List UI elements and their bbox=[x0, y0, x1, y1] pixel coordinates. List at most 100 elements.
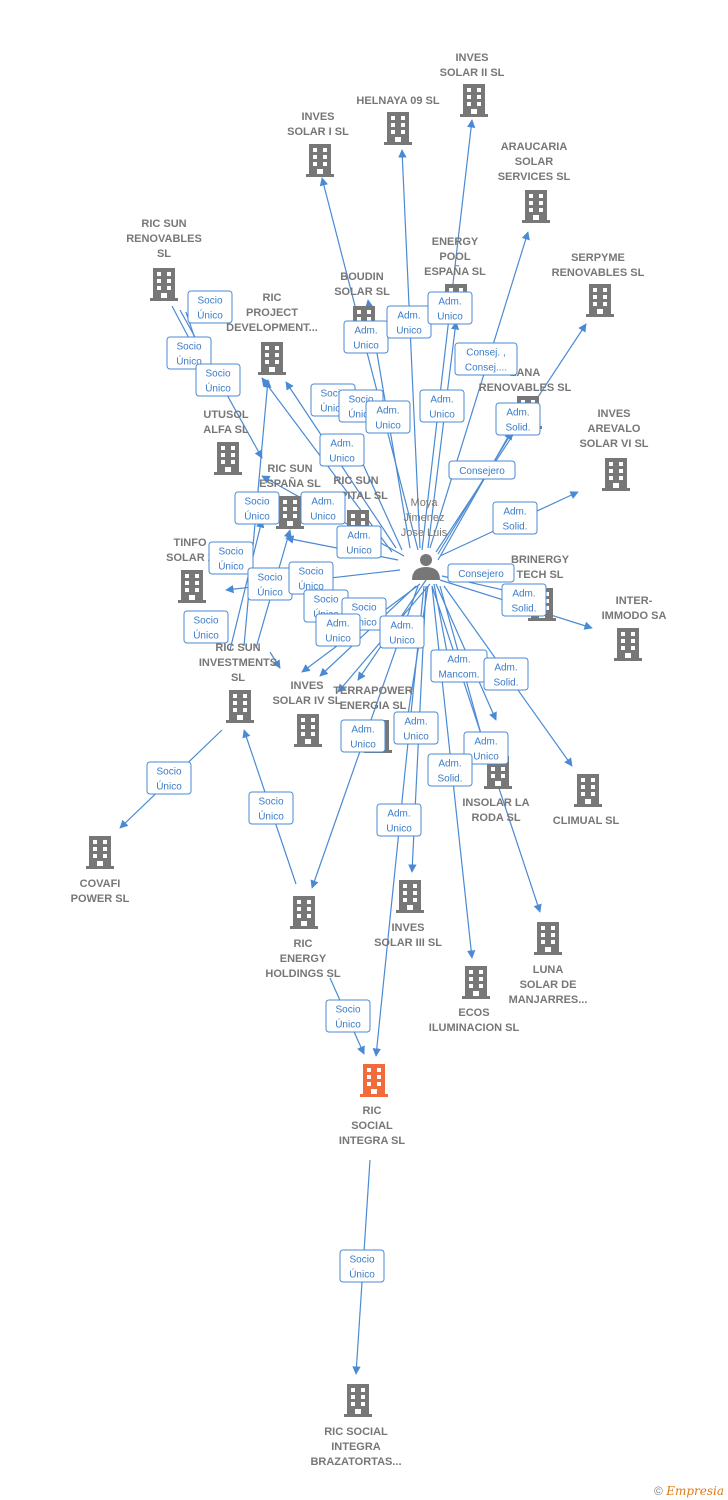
relationship-label[interactable]: Adm.Solid. bbox=[483, 657, 529, 691]
relationship-label[interactable]: Adm.Unico bbox=[379, 615, 425, 649]
company-name-line: RIC bbox=[294, 938, 313, 950]
relationship-label-box bbox=[379, 615, 425, 649]
company-name-line: SL bbox=[231, 672, 245, 684]
relationship-label[interactable]: Adm.Unico bbox=[386, 305, 432, 339]
brand-logo[interactable]: Empresia bbox=[666, 1484, 724, 1498]
relationship-label-text: Solid. bbox=[437, 774, 462, 785]
relationship-label-text: Socio bbox=[351, 603, 376, 614]
relationship-label[interactable]: Adm.Unico bbox=[336, 525, 382, 559]
relationship-label-box bbox=[187, 290, 233, 324]
relationship-label[interactable]: Adm.Unico bbox=[319, 433, 365, 467]
company-name-line: UTUSOL bbox=[203, 409, 249, 421]
relationship-label[interactable]: Adm.Unico bbox=[427, 291, 473, 325]
company-name-line: BRAZATORTAS... bbox=[310, 1456, 401, 1468]
relationship-edge bbox=[319, 177, 419, 551]
relationship-label[interactable]: Adm.Unico bbox=[393, 711, 439, 745]
relationship-label[interactable]: Adm.Unico bbox=[365, 400, 411, 434]
relationship-label-text: Adm. bbox=[347, 531, 370, 542]
company-name-line: HOLDINGS SL bbox=[265, 968, 340, 980]
relationship-label-box bbox=[376, 803, 422, 837]
company-name-line: ESPAÑA SL bbox=[424, 265, 486, 278]
relationship-label-text: Adm. bbox=[354, 326, 377, 337]
company-node-inter-immodo[interactable]: INTER-IMMODO SA bbox=[602, 595, 667, 661]
relationship-label-text: Consejero bbox=[458, 569, 504, 580]
company-node-ric-project[interactable]: RICPROJECTDEVELOPMENT... bbox=[226, 292, 318, 375]
relationship-label-box bbox=[325, 999, 371, 1033]
company-name-line: COVAFI bbox=[80, 878, 121, 890]
relationship-label-box bbox=[234, 491, 280, 525]
company-node-climual[interactable]: CLIMUAL SL bbox=[553, 774, 620, 827]
person-name-line: Jimenez bbox=[404, 512, 445, 524]
relationship-edge bbox=[421, 119, 476, 551]
relationship-label-text: Consejero bbox=[459, 466, 505, 477]
relationship-label[interactable]: Consejero bbox=[447, 563, 515, 583]
person-icon-body bbox=[412, 567, 440, 580]
company-name-line: MANJARRES... bbox=[509, 994, 588, 1006]
building-icon bbox=[344, 1384, 372, 1417]
relationship-label[interactable]: Adm.Unico bbox=[343, 320, 389, 354]
relationship-label[interactable]: Adm.Solid. bbox=[492, 501, 538, 535]
relationship-label[interactable]: Adm.Unico bbox=[315, 613, 361, 647]
relationship-label[interactable]: Adm.Unico bbox=[376, 803, 422, 837]
company-node-helnaya[interactable]: HELNAYA 09 SL bbox=[356, 95, 440, 145]
relationship-label-text: Único bbox=[193, 629, 219, 642]
relationship-label-text: Unico bbox=[389, 636, 415, 647]
building-icon bbox=[534, 922, 562, 955]
company-node-ric-social-brazatortas[interactable]: RIC SOCIALINTEGRABRAZATORTAS... bbox=[310, 1384, 402, 1468]
company-name-line: SL bbox=[157, 248, 171, 260]
relationship-label[interactable]: Consejero bbox=[448, 460, 516, 480]
relationship-label[interactable]: Adm.Unico bbox=[419, 389, 465, 423]
relationship-label[interactable]: Adm.Mancom. bbox=[430, 649, 488, 683]
relationship-label[interactable]: Adm.Solid. bbox=[501, 583, 547, 617]
relationship-label[interactable]: Adm.Solid. bbox=[427, 753, 473, 787]
relationship-label-text: Único bbox=[335, 1018, 361, 1031]
company-name-line: ECOS bbox=[458, 1007, 489, 1019]
company-name-line: ESPAÑA SL bbox=[259, 477, 321, 490]
relationship-label[interactable]: Adm.Solid. bbox=[495, 402, 541, 436]
relationship-label-text: Unico bbox=[325, 634, 351, 645]
relationship-label-box bbox=[166, 336, 212, 370]
company-name-line: ILUMINACION SL bbox=[429, 1022, 520, 1034]
company-name-line: BRINERGY bbox=[511, 554, 570, 566]
company-node-ecos[interactable]: ECOS ILUMINACION SL bbox=[429, 966, 520, 1034]
relationship-label[interactable]: Adm.Unico bbox=[340, 719, 386, 753]
relationship-label-box bbox=[300, 491, 346, 525]
relationship-label[interactable]: Adm.Unico bbox=[463, 731, 509, 765]
relationship-label[interactable]: Adm.Unico bbox=[300, 491, 346, 525]
relationship-label[interactable]: Consej. ,Consej.... bbox=[454, 342, 518, 376]
